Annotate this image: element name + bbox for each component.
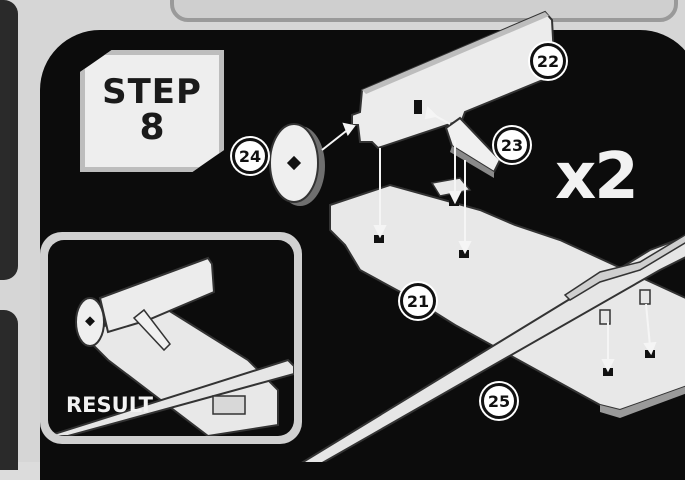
part-number-22: 22	[530, 43, 566, 79]
quantity-multiplier: x2	[555, 140, 637, 214]
base-plate-21	[330, 185, 685, 410]
result-rail-block	[213, 396, 245, 414]
rail-25-tab	[600, 310, 610, 324]
step-badge: STEP 8	[80, 50, 224, 172]
wall-22-slot	[414, 100, 422, 114]
part-number-25: 25	[481, 383, 517, 419]
result-label: RESULT	[66, 393, 153, 417]
part-number-24: 24	[232, 138, 268, 174]
step-number: 8	[139, 109, 164, 147]
rail-25-tab	[640, 290, 650, 304]
part-number-23: 23	[494, 127, 530, 163]
step-label: STEP	[102, 75, 202, 109]
part-number-21: 21	[400, 283, 436, 319]
